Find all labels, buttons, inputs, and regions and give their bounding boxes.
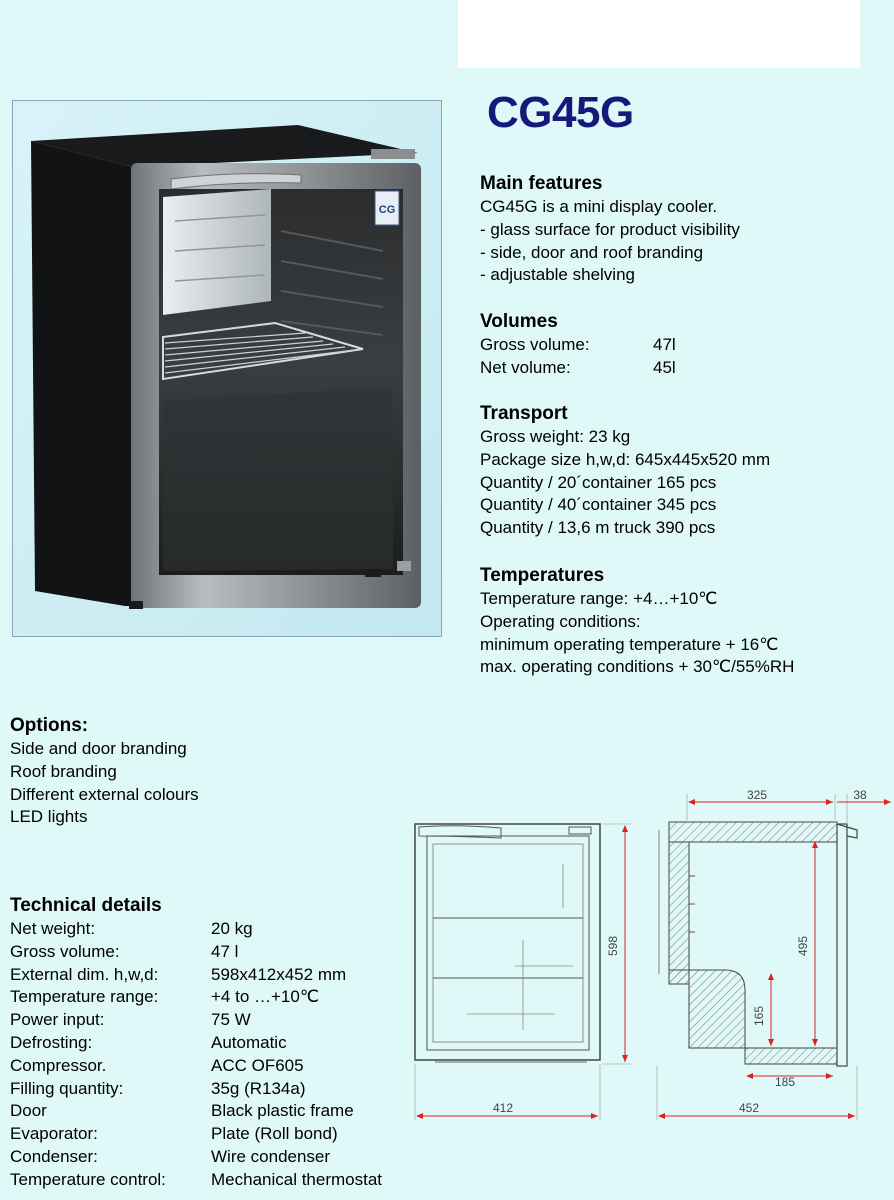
transport-line: Gross weight: 23 kg xyxy=(480,427,631,446)
tech-label: Evaporator: xyxy=(10,1124,98,1144)
dimension-drawing: 412 598 xyxy=(414,788,891,1120)
volume-row: Gross volume: 47l xyxy=(480,334,880,357)
tech-label: Temperature control: xyxy=(10,1169,166,1189)
volumes-heading: Volumes xyxy=(480,311,558,332)
tech-row: Compressor. ACC OF605 xyxy=(10,1055,410,1078)
tech-value: Wire condenser xyxy=(211,1146,331,1166)
tech-value: Mechanical thermostat xyxy=(211,1169,383,1189)
technical-drawing: 412 598 xyxy=(405,780,894,1132)
logo-badge: CG xyxy=(379,204,396,216)
tech-label: Filling quantity: xyxy=(10,1078,124,1098)
tech-value: Black plastic frame xyxy=(211,1101,354,1121)
tech-value: 47 l xyxy=(211,941,239,961)
option-line: Side and door branding xyxy=(10,739,187,758)
tech-value: ACC OF605 xyxy=(211,1055,304,1075)
tech-value: 35g (R134a) xyxy=(211,1078,306,1098)
transport-heading: Transport xyxy=(480,403,568,424)
tech-row: Evaporator: Plate (Roll bond) xyxy=(10,1123,410,1146)
tech-row: Net weight: 20 kg xyxy=(10,918,410,941)
side-depth-label: 452 xyxy=(739,1101,759,1115)
temperatures-section: Temperatures Temperature range: +4…+10℃ … xyxy=(480,564,890,679)
volume-label: Gross volume: xyxy=(480,335,590,354)
temperature-line: Temperature range: +4…+10℃ xyxy=(480,589,718,608)
tech-row: Power input: 75 W xyxy=(10,1009,410,1032)
temperature-line: max. operating conditions + 30℃/55%RH xyxy=(480,657,795,677)
front-view: 412 598 xyxy=(414,823,631,1120)
tech-label: Door xyxy=(10,1101,47,1121)
feature-line: - glass surface for product visibility xyxy=(480,219,740,239)
tech-label: Power input: xyxy=(10,1010,105,1030)
inner-height-label: 495 xyxy=(796,936,810,956)
option-line: Different external colours xyxy=(10,784,199,804)
tech-value: 75 W xyxy=(211,1010,251,1030)
transport-line: Quantity / 40´container 345 pcs xyxy=(480,495,717,515)
side-view: 325 38 495 165 185 452 xyxy=(656,788,891,1120)
tech-label: Compressor. xyxy=(10,1055,107,1075)
volume-row: Net volume: 45l xyxy=(480,357,880,380)
technical-heading: Technical details xyxy=(10,895,162,916)
cooler-illustration: CG xyxy=(13,101,441,636)
feature-line: - adjustable shelving xyxy=(480,265,635,285)
tech-row: Temperature range: +4 to …+10℃ xyxy=(10,986,410,1009)
step-depth-label: 185 xyxy=(775,1075,795,1089)
transport-line: Quantity / 13,6 m truck 390 pcs xyxy=(480,518,716,538)
tech-label: Gross volume: xyxy=(10,941,120,961)
header-blank-area xyxy=(458,0,860,68)
model-title: CG45G xyxy=(487,88,634,137)
temperature-line: Operating conditions: xyxy=(480,611,641,631)
temperature-line: minimum operating temperature + 16℃ xyxy=(480,634,779,654)
feature-line: CG45G is a mini display cooler. xyxy=(480,197,718,216)
volume-value: 47l xyxy=(653,335,676,354)
tech-value: +4 to …+10℃ xyxy=(211,987,319,1007)
tech-value: Automatic xyxy=(211,1032,287,1052)
feature-line: - side, door and roof branding xyxy=(480,242,704,262)
top-depth-label: 325 xyxy=(747,788,767,802)
temperatures-heading: Temperatures xyxy=(480,565,605,586)
step-height-label: 165 xyxy=(752,1006,766,1026)
option-line: LED lights xyxy=(10,807,88,827)
main-features-section: Main features CG45G is a mini display co… xyxy=(480,172,880,287)
main-features-heading: Main features xyxy=(480,173,603,194)
transport-section: Transport Gross weight: 23 kg Package si… xyxy=(480,402,890,540)
tech-value: Plate (Roll bond) xyxy=(211,1124,338,1144)
volume-label: Net volume: xyxy=(480,357,571,377)
tech-label: Net weight: xyxy=(10,919,96,938)
front-width-label: 412 xyxy=(493,1101,513,1115)
transport-line: Quantity / 20´container 165 pcs xyxy=(480,472,717,492)
tech-row: Condenser: Wire condenser xyxy=(10,1146,410,1169)
front-height-label: 598 xyxy=(606,936,620,956)
tech-row: Door Black plastic frame xyxy=(10,1100,410,1123)
tech-label: Temperature range: xyxy=(10,987,159,1007)
tech-row: Filling quantity: 35g (R134a) xyxy=(10,1078,410,1101)
options-heading: Options: xyxy=(10,715,89,736)
tech-value: 20 kg xyxy=(211,919,253,938)
tech-label: Defrosting: xyxy=(10,1032,93,1052)
options-section: Options: Side and door branding Roof bra… xyxy=(10,714,390,829)
tech-row: Gross volume: 47 l xyxy=(10,941,410,964)
product-photo: CG xyxy=(12,100,442,637)
door-depth-label: 38 xyxy=(853,788,867,802)
tech-row: Temperature control: Mechanical thermosta… xyxy=(10,1169,410,1192)
tech-row: External dim. h,w,d: 598x412x452 mm xyxy=(10,964,410,987)
tech-label: Condenser: xyxy=(10,1146,98,1166)
tech-label: External dim. h,w,d: xyxy=(10,964,159,984)
transport-line: Package size h,w,d: 645x445x520 mm xyxy=(480,449,771,469)
technical-section: Technical details Net weight: 20 kg Gross… xyxy=(10,894,410,1192)
volume-value: 45l xyxy=(653,357,676,377)
volumes-section: Volumes Gross volume: 47l Net volume: 45… xyxy=(480,310,880,380)
option-line: Roof branding xyxy=(10,761,117,781)
tech-row: Defrosting: Automatic xyxy=(10,1032,410,1055)
tech-value: 598x412x452 mm xyxy=(211,964,347,984)
